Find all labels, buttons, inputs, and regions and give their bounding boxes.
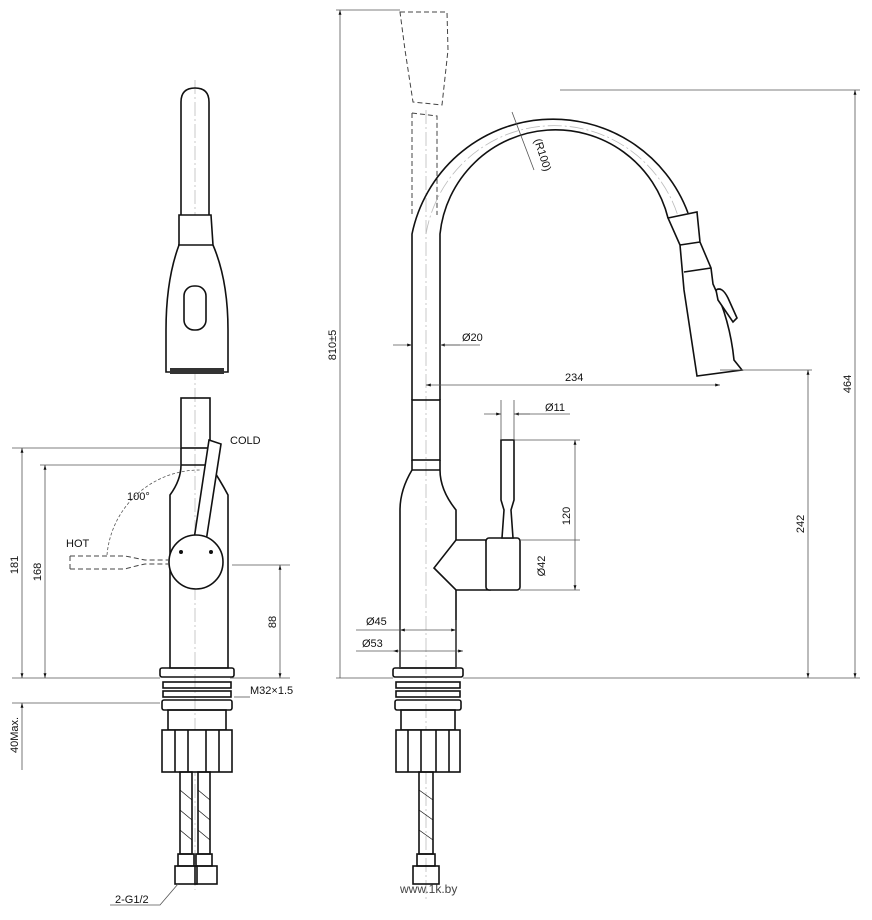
dim-handle-dia: Ø11 <box>545 402 565 414</box>
watermark: www.1k.by <box>399 882 457 896</box>
hot-label: HOT <box>66 538 90 550</box>
dim-hub-dia: Ø42 <box>536 556 548 577</box>
supply-hose-side <box>412 771 440 885</box>
lever-front <box>192 438 222 549</box>
front-view: COLD HOT 100° 181 168 88 M32×1.5 40Max. … <box>9 80 293 906</box>
connector-label: 2-G1/2 <box>115 894 149 906</box>
dim-234: 234 <box>565 372 583 384</box>
handle-hub-side <box>432 539 491 591</box>
cold-label: COLD <box>230 435 261 447</box>
dim-base-dia: Ø53 <box>362 638 383 650</box>
lever-hot-position <box>69 555 169 570</box>
dim-body-dia: Ø45 <box>366 616 387 628</box>
angle-label: 100° <box>127 491 150 503</box>
dim-810: 810±5 <box>327 330 339 361</box>
sprayer-head-front <box>165 214 229 373</box>
mounting-nut-side <box>395 729 461 773</box>
thread-label: M32×1.5 <box>250 685 293 697</box>
dim-40max: 40Max. <box>9 717 21 753</box>
dim-tube-dia: Ø20 <box>462 332 483 344</box>
spout-tube-side <box>411 118 689 400</box>
dim-120: 120 <box>561 507 573 525</box>
dim-242: 242 <box>795 515 807 533</box>
dim-radius: (R100) <box>531 137 553 173</box>
spout-tube-front <box>180 87 210 215</box>
handle-hub-front <box>168 534 224 590</box>
mounting-nut-front <box>161 729 233 773</box>
lever-side <box>500 439 515 539</box>
supply-hoses <box>174 771 218 885</box>
dim-88: 88 <box>267 616 279 628</box>
sprayer-raised-position <box>399 11 449 215</box>
dim-168: 168 <box>32 563 44 581</box>
dim-181: 181 <box>9 556 21 574</box>
side-view: 810±5 Ø20 (R100) 234 Ø11 120 Ø42 242 464… <box>327 9 860 900</box>
dim-464: 464 <box>842 375 854 393</box>
sprayer-head-side <box>666 211 744 377</box>
